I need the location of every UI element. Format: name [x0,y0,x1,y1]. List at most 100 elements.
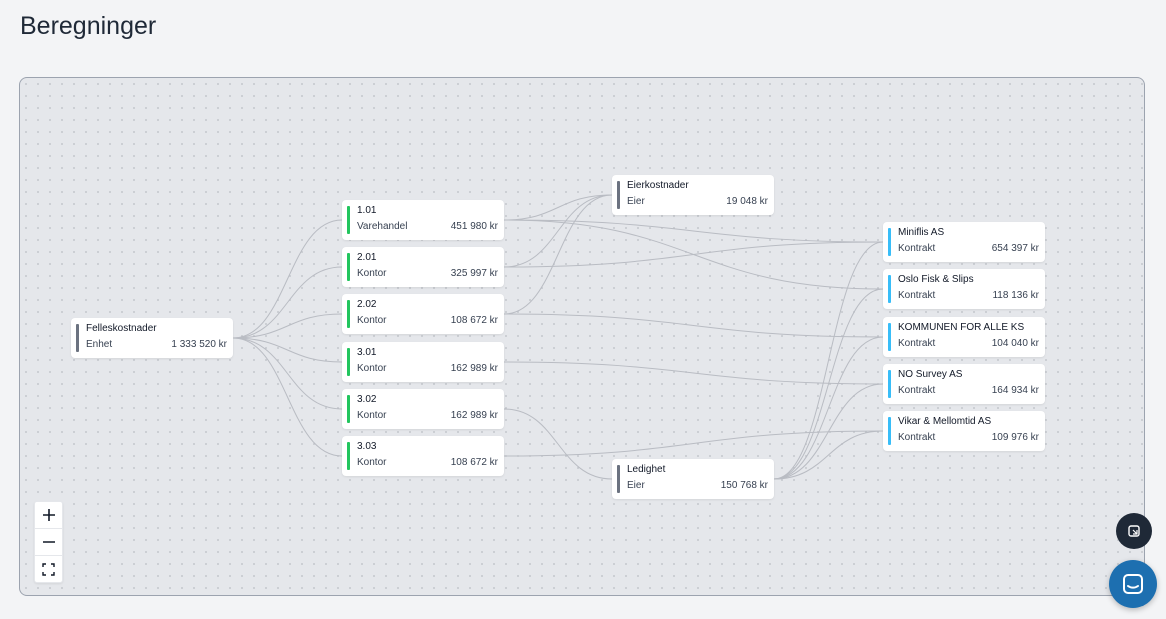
node-vikar-mellomtid-as[interactable]: Vikar & Mellomtid AS Kontrakt 109 976 kr [883,411,1045,451]
node-amount: 654 397 kr [991,243,1039,254]
minus-icon [42,541,55,543]
node-2-01[interactable]: 2.01 Kontor 325 997 kr [342,247,504,287]
node-name: Vikar & Mellomtid AS [898,416,992,427]
node-type: Kontrakt [898,432,936,443]
edge-n202-kommun [503,313,884,338]
node-type-bar [347,442,350,470]
node-amount: 108 672 kr [450,457,498,468]
node-amount: 118 136 kr [992,290,1039,301]
node-name: Eierkostnader [627,180,689,191]
node-amount: 164 934 kr [991,385,1039,396]
feedback-icon [1128,525,1140,537]
node-no-survey-as[interactable]: NO Survey AS Kontrakt 164 934 kr [883,364,1045,404]
node-type: Kontrakt [898,290,936,301]
edge-felles-n201 [232,266,343,339]
chat-button[interactable] [1109,560,1157,608]
edge-felles-n202 [232,313,343,339]
edge-ledig-kommun [773,336,884,480]
edge-n201-eier [503,194,613,268]
chat-icon [1123,574,1143,594]
node-name: Miniflis AS [898,227,945,238]
zoom-out-button[interactable] [35,529,62,556]
node-amount: 325 997 kr [450,268,498,279]
node-type: Kontrakt [898,338,936,349]
node-amount: 104 040 kr [991,338,1039,349]
node-name: 2.02 [357,299,377,310]
node-2-02[interactable]: 2.02 Kontor 108 672 kr [342,294,504,334]
node-amount: 150 768 kr [720,480,768,491]
node-type: Kontor [357,315,387,326]
edge-n201-minifl [503,241,884,268]
node-type: Enhet [86,339,113,350]
node-kommunen-for-alle-ks[interactable]: KOMMUNEN FOR ALLE KS Kontrakt 104 040 kr [883,317,1045,357]
zoom-in-button[interactable] [35,502,62,529]
node-type: Kontor [357,457,387,468]
node-oslo-fisk-slips[interactable]: Oslo Fisk & Slips Kontrakt 118 136 kr [883,269,1045,309]
feedback-button[interactable] [1116,513,1152,549]
edge-felles-n301 [232,337,343,363]
node-eierkostnader[interactable]: Eierkostnader Eier 19 048 kr [612,175,774,215]
node-type: Eier [627,480,645,491]
node-ledighet[interactable]: Ledighet Eier 150 768 kr [612,459,774,499]
node-type: Kontrakt [898,243,936,254]
node-amount: 109 976 kr [991,432,1039,443]
node-3-01[interactable]: 3.01 Kontor 162 989 kr [342,342,504,382]
edge-n202-eier [503,194,613,315]
node-amount: 108 672 kr [450,315,498,326]
zoom-controls [34,501,63,583]
edges-layer [232,194,884,480]
node-name: 3.02 [357,394,377,405]
node-name: Ledighet [627,464,666,475]
edge-n301-nosurv [503,361,884,385]
node-3-02[interactable]: 3.02 Kontor 162 989 kr [342,389,504,429]
node-type: Eier [627,196,645,207]
flow-canvas[interactable]: Felleskostnader Enhet 1 333 520 kr 1.01 … [19,77,1145,596]
node-name: 2.01 [357,252,377,263]
node-name: KOMMUNEN FOR ALLE KS [898,322,1025,333]
node-1-01[interactable]: 1.01 Varehandel 451 980 kr [342,200,504,240]
node-name: NO Survey AS [898,369,963,380]
node-type-bar [617,181,620,209]
node-miniflis-as[interactable]: Miniflis AS Kontrakt 654 397 kr [883,222,1045,262]
node-type: Kontor [357,410,387,421]
node-type-bar [76,324,79,352]
node-type-bar [347,206,350,234]
node-type-bar [347,253,350,281]
edge-felles-n101 [232,219,343,339]
node-name: 3.01 [357,347,377,358]
node-type: Kontrakt [898,385,936,396]
fit-view-button[interactable] [35,556,62,582]
node-type-bar [888,417,891,445]
node-amount: 162 989 kr [450,410,498,421]
node-type-bar [888,275,891,303]
node-type-bar [617,465,620,493]
node-amount: 162 989 kr [450,363,498,374]
edge-felles-n302 [232,337,343,410]
edge-ledig-nosurv [773,383,884,480]
edge-n302-ledig [503,408,613,480]
node-type-bar [888,228,891,256]
edge-n101-eier [503,194,613,221]
node-type-bar [888,323,891,351]
node-type: Varehandel [357,221,408,232]
plus-icon [42,509,55,521]
node-felleskostnader[interactable]: Felleskostnader Enhet 1 333 520 kr [71,318,233,358]
node-name: 1.01 [357,205,377,216]
node-type-bar [347,300,350,328]
edge-n303-vikar [503,430,884,457]
node-amount: 451 980 kr [450,221,498,232]
node-name: 3.03 [357,441,377,452]
node-type: Kontor [357,363,387,374]
node-type: Kontor [357,268,387,279]
node-3-03[interactable]: 3.03 Kontor 108 672 kr [342,436,504,476]
edge-ledig-vikar [773,430,884,480]
node-amount: 19 048 kr [726,196,768,207]
fit-view-icon [42,562,55,576]
edge-ledig-minifl [773,241,884,480]
node-name: Felleskostnader [86,323,157,334]
edge-felles-n303 [232,337,343,457]
node-type-bar [347,395,350,423]
node-name: Oslo Fisk & Slips [898,274,974,285]
node-type-bar [888,370,891,398]
node-type-bar [347,348,350,376]
